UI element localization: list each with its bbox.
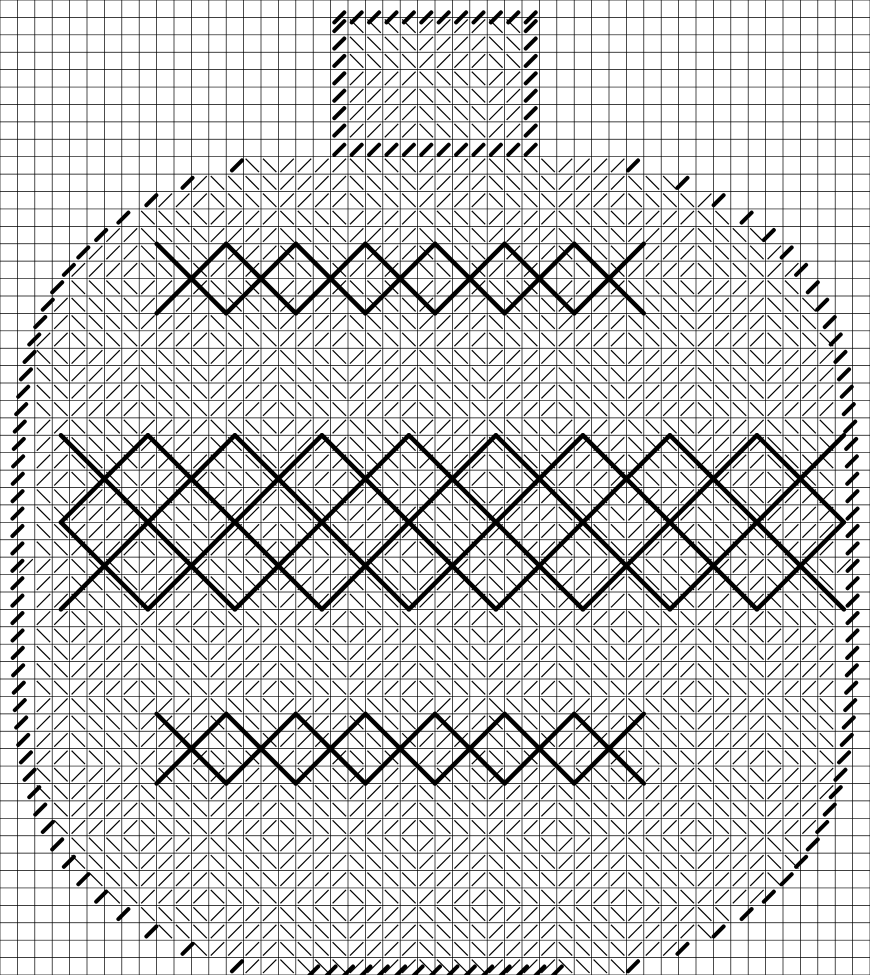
stitch-chart xyxy=(0,0,870,975)
ornament-pattern-svg xyxy=(0,0,870,975)
